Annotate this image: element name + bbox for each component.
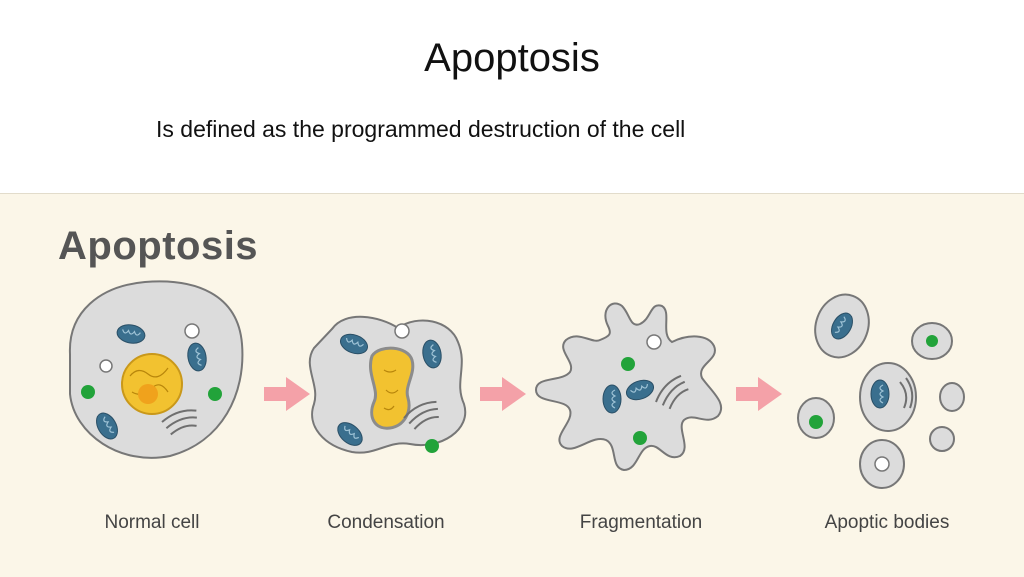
apoptic-bodies [797,293,965,489]
stage-label-fragmentation: Fragmentation [579,512,703,533]
fragmenting-cell [534,302,723,472]
nucleus [121,353,183,415]
slide-title: Apoptosis [424,36,600,80]
apoptosis-figure: Apoptosis Normal cell Condensation Fragm… [0,193,1024,577]
normal-cell [68,280,244,459]
condensed-cell [308,315,467,454]
stage-label-condensation: Condensation [327,512,445,533]
apoptic-body [939,382,965,412]
nucleolus [138,384,158,404]
stage-label-apoptic-bodies: Apoptic bodies [824,512,950,533]
apoptic-body [929,426,955,452]
stage-label-normal-cell: Normal cell [104,512,200,533]
arrow-right-icon [736,377,782,411]
apoptosis-diagram [68,280,965,489]
arrow-right-icon [480,377,526,411]
slide-subtitle: Is defined as the programmed destruction… [156,116,686,142]
arrow-right-icon [264,377,310,411]
figure-title: Apoptosis [58,224,259,268]
